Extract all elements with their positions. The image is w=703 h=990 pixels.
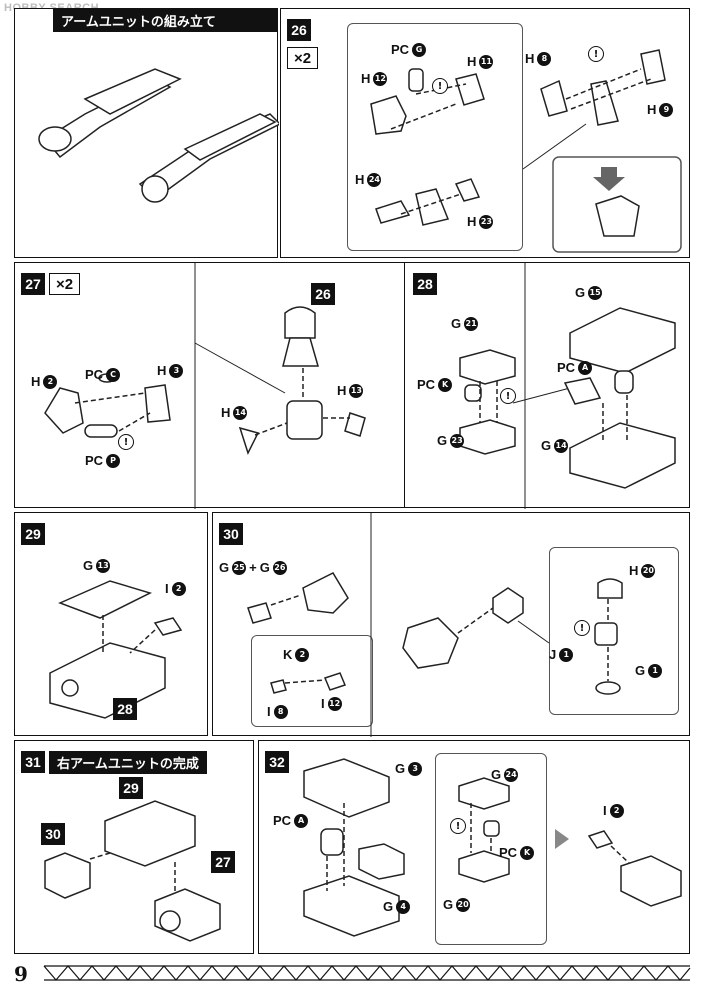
step-number: 28 — [413, 273, 437, 295]
quantity-badge: ×2 — [287, 47, 319, 69]
caution-icon: ! — [118, 434, 134, 450]
reference-step-30: 30 — [41, 823, 65, 845]
section-title: アームユニットの組み立て — [53, 9, 278, 32]
step-30-diagram — [247, 513, 623, 737]
step-number: 29 — [21, 523, 45, 545]
step-26-diagram — [370, 49, 682, 253]
reference-step-27: 27 — [211, 851, 235, 873]
caution-icon: ! — [588, 46, 604, 62]
step-number: 32 — [265, 751, 289, 773]
step-number: 31 — [21, 751, 45, 773]
step-31-diagram — [44, 800, 221, 942]
page-number: 9 — [14, 962, 28, 986]
step-number: 30 — [219, 523, 243, 545]
step-31-title: 右アームユニットの完成 — [49, 751, 207, 774]
step-27-diagram — [44, 263, 366, 509]
panel-arm-unit-overview: アームユニットの組み立て — [14, 8, 279, 258]
step-29-diagram — [49, 580, 183, 719]
reference-step-28: 28 — [113, 698, 137, 720]
step-28-diagram — [459, 263, 676, 509]
quantity-badge: ×2 — [49, 273, 81, 295]
step-number: 26 — [287, 19, 311, 41]
caution-icon: ! — [432, 78, 448, 94]
panel-step-31: 31 右アームユニットの完成 29 30 27 — [14, 740, 254, 954]
reference-step-29: 29 — [119, 777, 143, 799]
reference-step-26: 26 — [311, 283, 335, 305]
caution-icon: ! — [574, 620, 590, 636]
arm-unit-illustration — [38, 68, 279, 203]
caution-icon: ! — [450, 818, 466, 834]
caution-icon: ! — [500, 388, 516, 404]
step-number: 27 — [21, 273, 45, 295]
step-32-diagram — [303, 758, 682, 937]
